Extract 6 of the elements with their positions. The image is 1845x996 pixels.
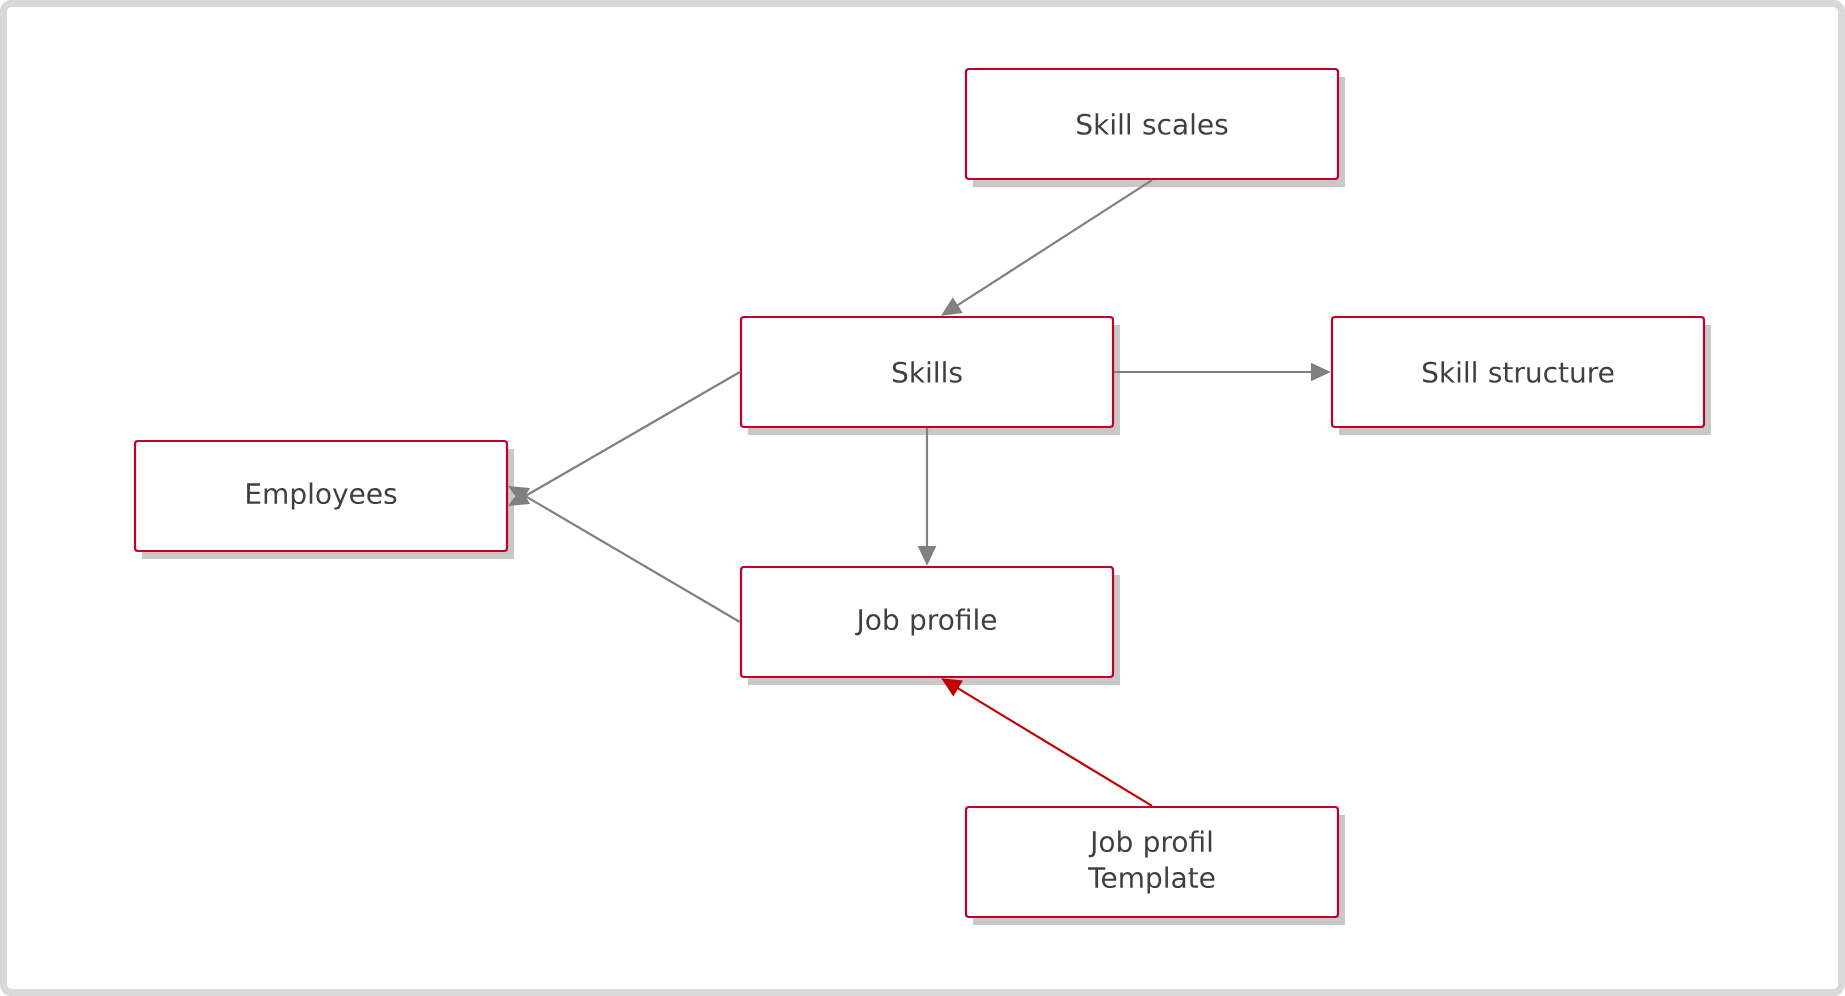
process-box: Skills [739,315,1120,435]
process-box: Job profil Template [964,805,1345,925]
process-box: Job profile [739,565,1120,685]
process-box: Skill scales [964,67,1345,187]
process-box: Skill structure [1330,315,1711,435]
process-box: Employees [133,439,514,559]
